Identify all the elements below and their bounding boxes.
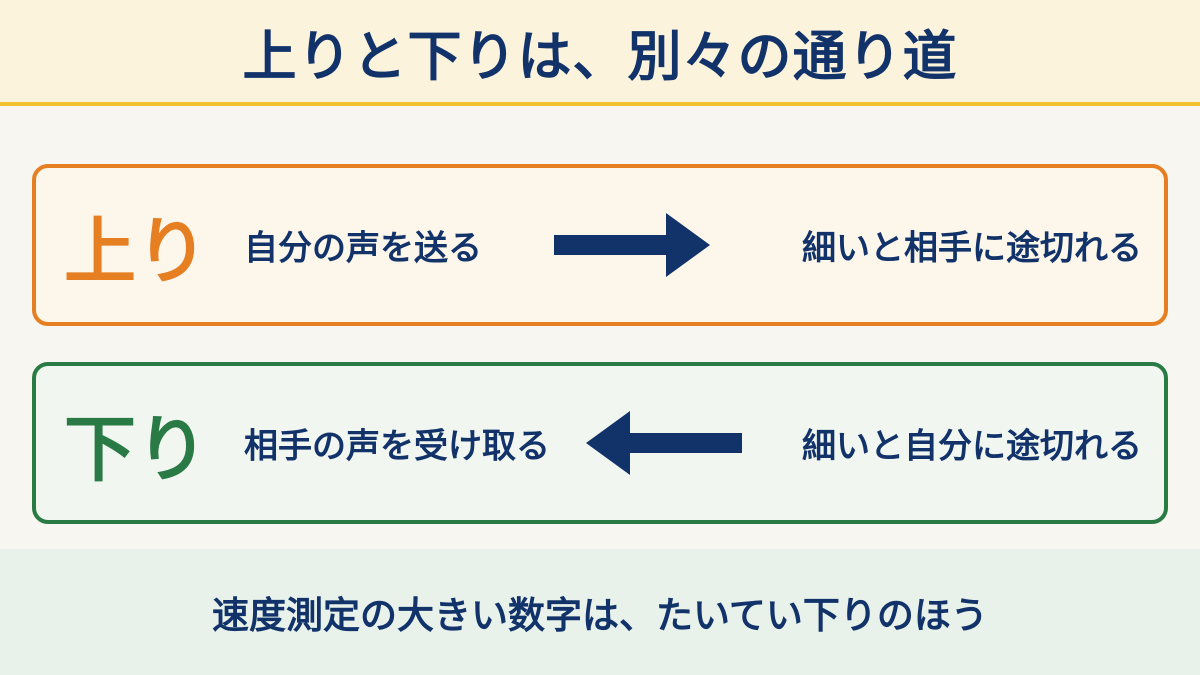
arrow-right-icon: [554, 213, 710, 277]
footer-note: 速度測定の大きい数字は、たいてい下りのほう: [212, 594, 988, 637]
arrow-left-icon: [586, 411, 742, 475]
download-panel: 下り 相手の声を受け取る 細いと自分に途切れる: [32, 362, 1168, 524]
download-result-text: 細いと自分に途切れる: [802, 426, 1142, 467]
upload-action-text: 自分の声を送る: [244, 228, 482, 269]
upload-label: 上り: [64, 209, 209, 294]
page-title: 上りと下りは、別々の通り道: [242, 24, 958, 88]
download-label: 下り: [64, 407, 209, 492]
download-action-text: 相手の声を受け取る: [244, 426, 550, 467]
header-band: 上りと下りは、別々の通り道: [0, 0, 1200, 106]
upload-panel: 上り 自分の声を送る 細いと相手に途切れる: [32, 164, 1168, 326]
footer-band: 速度測定の大きい数字は、たいてい下りのほう: [0, 549, 1200, 675]
upload-result-text: 細いと相手に途切れる: [802, 228, 1142, 269]
